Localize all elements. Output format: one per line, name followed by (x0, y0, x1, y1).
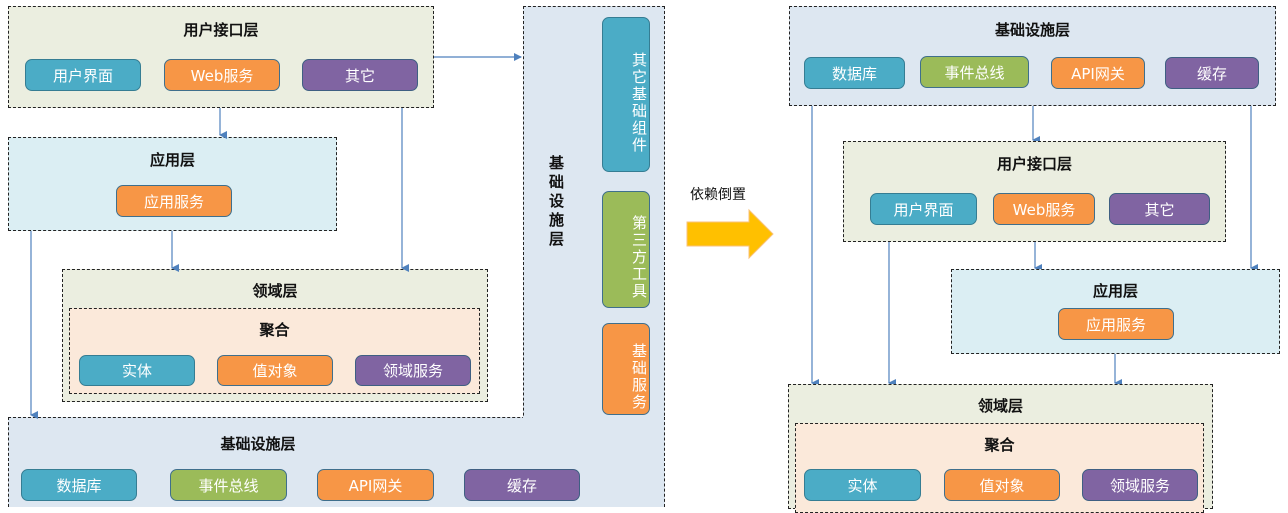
right-infra-item-database: 数据库 (804, 57, 905, 89)
right-aggregate-item-entity: 实体 (804, 469, 921, 501)
left-aggregate-title: 聚合 (259, 321, 290, 339)
right-app-item-app-service: 应用服务 (1058, 308, 1174, 340)
right-ui-layer-title: 用户接口层 (996, 155, 1072, 173)
left-app-layer-title: 应用层 (149, 151, 195, 169)
right-aggregate-item-value-object: 值对象 (944, 469, 1060, 501)
dependency-inversion-arrow (686, 208, 774, 260)
right-aggregate-item-domain-service: 领域服务 (1082, 469, 1198, 501)
left-infra-side-third-party-tools: 第三方工具 (602, 191, 650, 308)
right-aggregate-title: 聚合 (984, 436, 1015, 454)
left-infra-item-api-gateway: API网关 (317, 469, 434, 501)
left-ui-layer: 用户接口层 用户界面 Web服务 其它 (8, 6, 434, 108)
left-app-item-app-service: 应用服务 (116, 185, 232, 217)
left-aggregate: 聚合 实体 值对象 领域服务 (69, 308, 480, 394)
left-infra-layer-title: 基础设施层 (220, 435, 296, 453)
right-ui-item-web-service: Web服务 (993, 193, 1095, 225)
left-infra-side-other-components: 其它基础组件 (602, 17, 650, 172)
left-ui-layer-title: 用户接口层 (183, 21, 259, 39)
right-infra-item-api-gateway: API网关 (1051, 57, 1145, 89)
left-infra-layer-vertical-title: 基础设施层 (547, 155, 565, 250)
right-infra-item-event-bus: 事件总线 (920, 56, 1029, 88)
right-ui-item-other: 其它 (1109, 193, 1210, 225)
right-app-layer: 应用层 应用服务 (951, 269, 1280, 354)
dependency-inversion-label: 依赖倒置 (690, 187, 746, 203)
left-infra-item-cache: 缓存 (464, 469, 580, 501)
right-ui-layer: 用户接口层 用户界面 Web服务 其它 (843, 141, 1226, 242)
left-infra-side-base-services: 基础服务 (602, 323, 650, 415)
left-ui-item-web-service: Web服务 (164, 59, 280, 91)
left-aggregate-item-domain-service: 领域服务 (355, 355, 471, 386)
right-ui-item-user-interface: 用户界面 (870, 193, 977, 225)
left-aggregate-item-entity: 实体 (79, 355, 195, 386)
right-infra-item-cache: 缓存 (1165, 57, 1259, 89)
right-infra-layer-title: 基础设施层 (994, 21, 1070, 39)
right-domain-layer: 领域层 聚合 实体 值对象 领域服务 (788, 384, 1213, 513)
right-domain-layer-title: 领域层 (977, 397, 1023, 415)
right-app-layer-title: 应用层 (1092, 282, 1138, 300)
left-aggregate-item-value-object: 值对象 (217, 355, 333, 386)
right-aggregate: 聚合 实体 值对象 领域服务 (795, 423, 1204, 513)
left-infra-item-event-bus: 事件总线 (170, 469, 287, 501)
right-infra-layer: 基础设施层 数据库 事件总线 API网关 缓存 (789, 6, 1276, 106)
left-ui-item-other: 其它 (302, 59, 418, 91)
left-ui-item-user-interface: 用户界面 (25, 59, 141, 91)
left-infra-item-database: 数据库 (21, 469, 137, 501)
left-domain-layer-title: 领域层 (252, 282, 298, 300)
left-domain-layer: 领域层 聚合 实体 值对象 领域服务 (62, 269, 488, 402)
left-app-layer: 应用层 应用服务 (8, 137, 337, 231)
